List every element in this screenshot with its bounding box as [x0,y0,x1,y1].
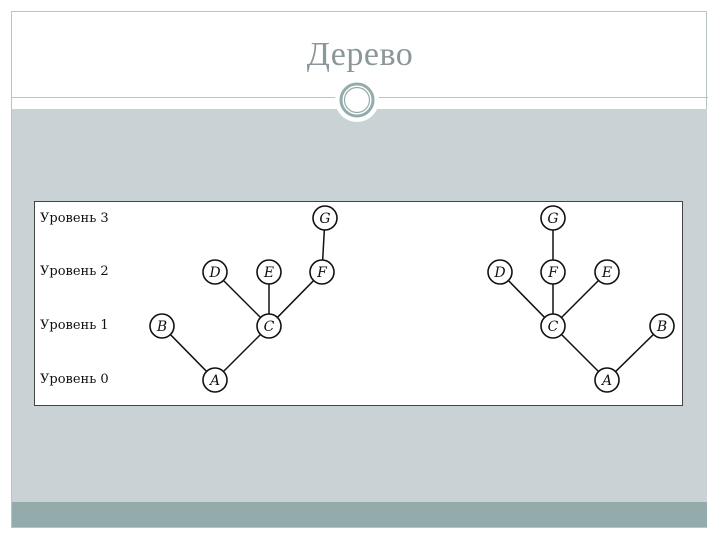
tree-1-edge-a-b [169,334,208,372]
tree-1-node-d: D [202,259,228,285]
tree-1-edge-a-c [222,333,262,373]
node-circle [540,313,566,339]
tree-figure: Уровень 3 Уровень 2 Уровень 1 Уровень 0 … [34,201,683,406]
node-label: A [208,373,220,389]
slide-title: Дерево [306,36,414,73]
level-label-3: Уровень 3 [40,211,109,226]
tree-2-edge-c-d [507,280,546,318]
node-circle [594,259,620,285]
node-circle [309,259,335,285]
node-label: C [264,319,275,335]
node-label: B [656,319,667,335]
node-label: E [263,265,274,281]
tree-1-node-f: F [309,259,335,285]
tree-2-node-b: B [649,313,675,339]
tree-1-edge-f-g [321,229,326,261]
node-circle [649,313,675,339]
level-label-1: Уровень 1 [40,318,109,333]
node-label: A [600,373,612,389]
tree-1-node-a: A [202,367,228,393]
node-circle [540,205,566,231]
tree-2-node-e: E [594,259,620,285]
node-circle [202,367,228,393]
tree-1-edge-c-d [222,279,262,319]
level-label-0: Уровень 0 [40,372,109,387]
node-circle [149,313,175,339]
node-circle [202,259,228,285]
tree-1-node-c: C [256,313,282,339]
node-label: G [319,211,330,227]
node-label: D [208,265,220,281]
tree-1-node-b: B [149,313,175,339]
tree-2-node-d: D [487,259,513,285]
level-labels: Уровень 3 Уровень 2 Уровень 1 Уровень 0 [40,211,109,387]
circle-ornament-icon [335,78,379,122]
tree-1-node-g: G [312,205,338,231]
node-circle [540,259,566,285]
tree-edges [169,229,654,373]
node-label: F [547,265,559,281]
node-label: D [493,265,505,281]
tree-2-edge-a-b [615,333,654,373]
tree-2-edge-c-e [560,279,600,319]
node-label: G [547,211,558,227]
footer-band [12,502,707,527]
node-circle [256,313,282,339]
level-label-2: Уровень 2 [40,264,109,279]
tree-2-node-f: F [540,259,566,285]
node-label: B [156,319,167,335]
node-label: E [601,265,612,281]
tree-2-node-g: G [540,205,566,231]
node-circle [594,367,620,393]
node-circle [487,259,513,285]
node-circle [256,259,282,285]
node-label: F [316,265,328,281]
node-circle [312,205,338,231]
tree-diagram: Уровень 3 Уровень 2 Уровень 1 Уровень 0 … [40,205,675,393]
tree-2-node-a: A [594,367,620,393]
node-label: C [548,319,559,335]
tree-nodes: G D E F B C A G D F E C B A [149,205,675,393]
tree-1-node-e: E [256,259,282,285]
tree-2-edge-a-c [560,333,600,373]
tree-1-edge-c-f [276,280,315,318]
tree-2-node-c: C [540,313,566,339]
